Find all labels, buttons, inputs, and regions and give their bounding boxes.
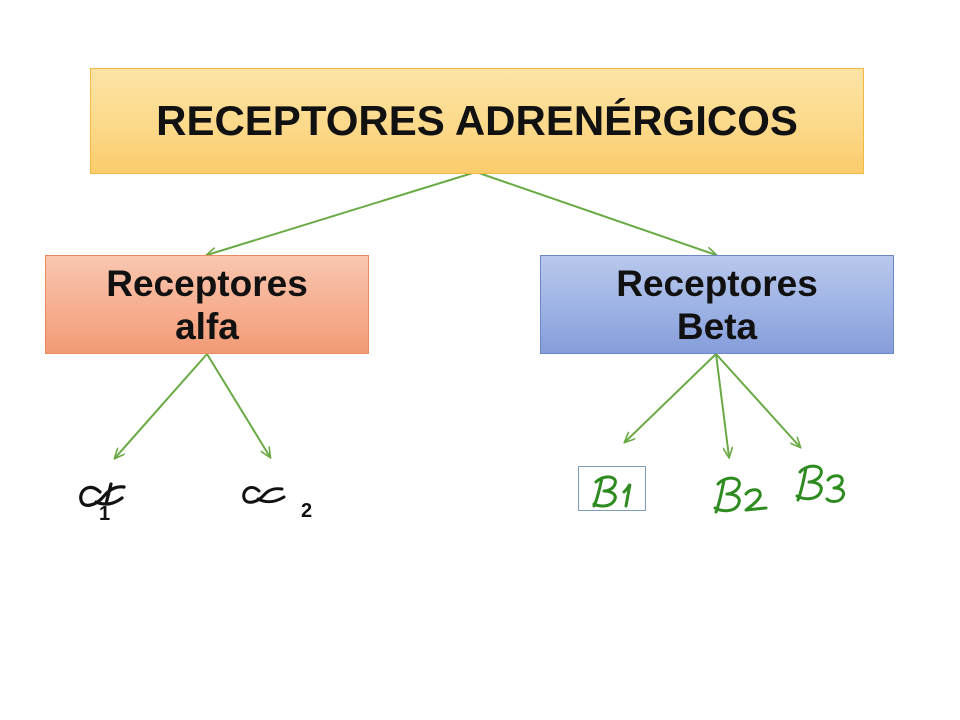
beta-node-line1: Receptores bbox=[616, 262, 818, 304]
root-node-label: RECEPTORES ADRENÉRGICOS bbox=[156, 97, 798, 144]
beta-node-line2: Beta bbox=[676, 305, 758, 347]
arrow-beta-to-beta2 bbox=[715, 353, 729, 457]
alfa-node-box: Receptores alfa bbox=[45, 255, 369, 354]
arrow-alfa-to-alpha1 bbox=[115, 353, 208, 458]
beta1-symbol-icon bbox=[592, 475, 632, 508]
beta3-symbol-icon bbox=[795, 464, 846, 503]
beta1-subscript: 1 bbox=[630, 482, 631, 483]
root-node-box: RECEPTORES ADRENÉRGICOS bbox=[90, 68, 864, 174]
alpha1-subscript: 1 bbox=[99, 503, 111, 525]
beta-node-box: Receptores Beta bbox=[540, 255, 894, 354]
arrow-alfa-to-alpha2 bbox=[206, 353, 270, 457]
alpha2-symbol-icon bbox=[242, 486, 286, 504]
alpha1-symbol-icon bbox=[79, 482, 126, 507]
beta2-symbol-icon bbox=[713, 476, 768, 514]
alpha2-subscript: 2 bbox=[301, 500, 313, 522]
beta3-subscript: 3 bbox=[834, 482, 835, 483]
arrow-root-to-beta bbox=[475, 171, 716, 255]
arrow-beta-to-beta1 bbox=[625, 353, 717, 442]
arrow-beta-to-beta3 bbox=[715, 353, 800, 447]
arrow-root-to-alfa bbox=[207, 171, 477, 255]
beta2-subscript: 2 bbox=[752, 494, 753, 495]
alfa-node-line2: alfa bbox=[175, 305, 239, 347]
alfa-node-line1: Receptores bbox=[106, 262, 308, 304]
